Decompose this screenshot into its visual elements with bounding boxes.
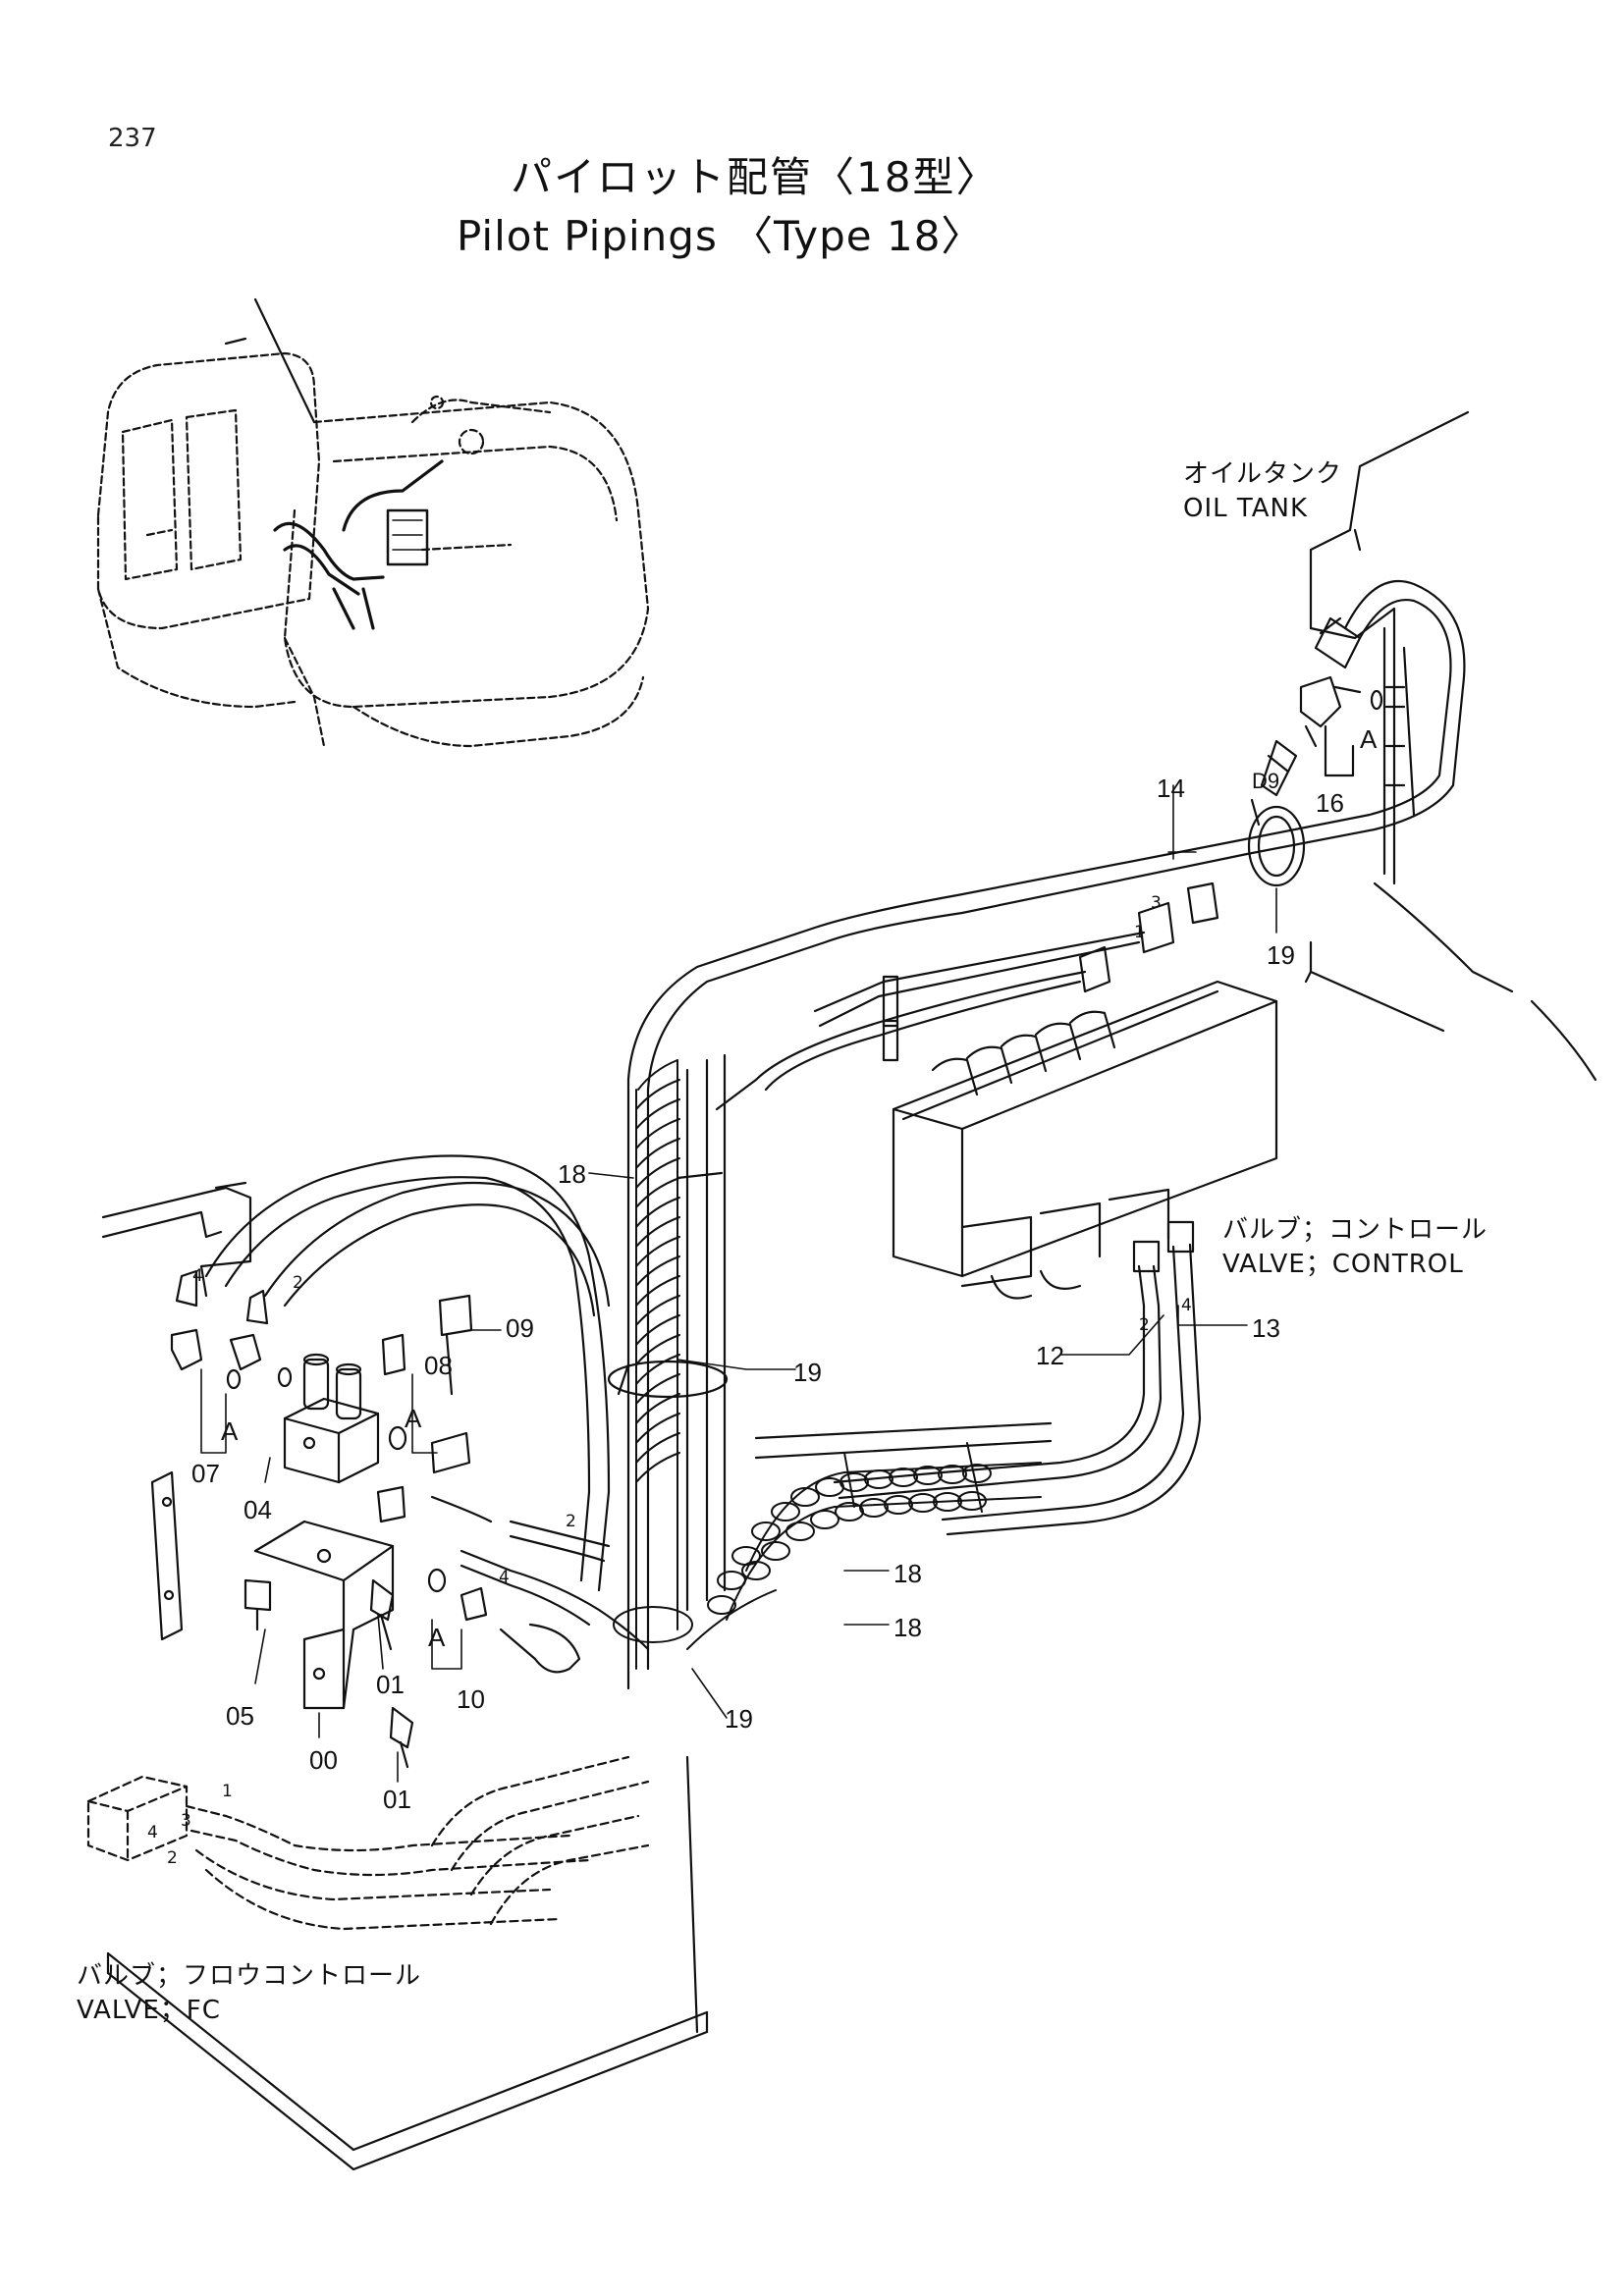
callout-18-upper: 18: [558, 1159, 586, 1189]
fc-port-1: 1: [222, 1782, 233, 1801]
spiral-guard-18-lower: [613, 1442, 1042, 1650]
detail-mark-a-08: A: [405, 1404, 422, 1433]
hoses-12-13: [754, 1220, 1202, 1536]
callout-18-lower-b: 18: [893, 1613, 922, 1642]
oil-tank-label-en: OIL TANK: [1183, 494, 1309, 523]
oil-tank-label-ja: オイルタンク: [1183, 459, 1343, 489]
page-title-japanese: パイロット配管〈18型〉: [511, 153, 1000, 201]
cv-port-4: 4: [1181, 1296, 1192, 1315]
control-valve-label-ja: バルブ；コントロール: [1222, 1215, 1488, 1245]
fc-valve-label-ja: バルブ；フロウコントロール: [77, 1961, 422, 1991]
callout-16: 16: [1316, 788, 1344, 818]
loop-port-4: 4: [192, 1266, 203, 1286]
mid-port-2: 2: [566, 1512, 576, 1531]
vertical-hoses: [607, 1053, 729, 1612]
bolts: [243, 1578, 414, 1769]
control-valve-label-en: VALVE；CONTROL: [1222, 1250, 1464, 1279]
cv-port-3: 3: [1151, 893, 1162, 913]
fc-port-3: 3: [181, 1811, 191, 1831]
fittings-08-09-10: [376, 1294, 488, 1622]
fc-port-2: 2: [167, 1848, 178, 1868]
fc-port-4: 4: [147, 1823, 158, 1842]
pilot-hose-bundle-upper: [715, 931, 1146, 1111]
tank-fittings: [1250, 675, 1383, 827]
callout-10: 10: [457, 1684, 485, 1714]
control-valve-body: [892, 881, 1278, 1300]
callout-05: 05: [226, 1701, 254, 1731]
callout-12: 12: [1036, 1341, 1064, 1370]
left-loop-hoses: [175, 1154, 611, 1592]
callout-14: 14: [1157, 774, 1185, 803]
callout-00: 00: [309, 1745, 338, 1775]
frame-lower: [101, 1181, 709, 2171]
bracket-00: [253, 1520, 395, 1710]
solenoid-valve-04: [283, 1353, 380, 1484]
mounting-plate: [150, 1470, 184, 1641]
page-title-english: Pilot Pipings 〈Type 18〉: [457, 212, 984, 260]
page-number: 237: [108, 124, 157, 153]
cv-port-1: 1: [1134, 923, 1145, 942]
callout-09: 09: [506, 1313, 534, 1343]
detail-mark-a-tank: A: [1360, 724, 1378, 754]
hose-14: [626, 579, 1466, 1690]
callout-leaders: [200, 784, 1277, 1783]
excavator-location-inset: [96, 351, 650, 748]
spiral-guard-18-vertical: [635, 1059, 680, 1670]
fc-valve-label-en: VALVE；FC: [77, 1996, 221, 2025]
detail-mark-a-07: A: [221, 1416, 239, 1446]
callout-18-lower-a: 18: [893, 1559, 922, 1588]
callout-19-mid: 19: [793, 1358, 822, 1387]
elbow-fittings-07: [170, 1328, 293, 1390]
inset-pilot-piping: [273, 459, 444, 630]
middle-hoses: [430, 1495, 650, 1674]
callout-01-lower: 01: [383, 1785, 411, 1814]
callout-01-upper: 01: [376, 1670, 405, 1699]
callout-19-lower: 19: [725, 1704, 753, 1734]
flow-control-valve: [86, 1755, 650, 1931]
callout-07: 07: [191, 1459, 220, 1488]
oil-tank-outline: [1304, 410, 1597, 1082]
callout-13: 13: [1252, 1313, 1280, 1343]
detail-mark-a-10: A: [428, 1623, 446, 1652]
callout-04: 04: [243, 1495, 272, 1524]
loop-port-2: 2: [293, 1273, 303, 1293]
callout-19-tank: 19: [1267, 940, 1295, 970]
cv-port-2: 2: [1139, 1315, 1150, 1335]
callout-08: 08: [424, 1351, 453, 1380]
mid-port-4: 4: [499, 1568, 510, 1587]
boom-line-inset: [224, 297, 316, 424]
callout-d9: D9: [1252, 769, 1280, 793]
